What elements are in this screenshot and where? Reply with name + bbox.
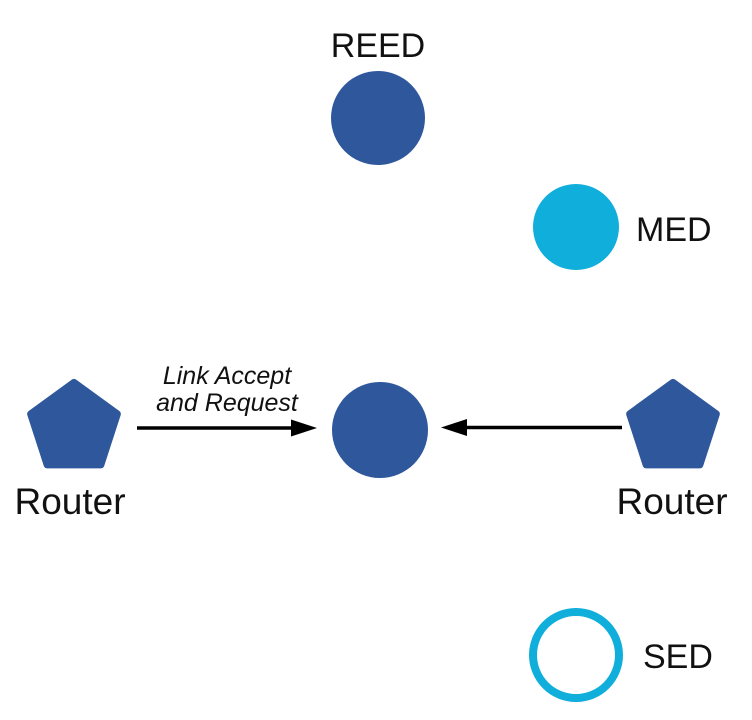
left-edge-label-line2: and Request [156, 389, 299, 417]
router-right-label: Router [616, 481, 727, 522]
sed-label: SED [643, 638, 713, 676]
reed-label: REED [331, 27, 425, 65]
center-node-circle [332, 382, 428, 478]
left-arrow-head [291, 419, 317, 437]
router-left-label: Router [14, 481, 125, 522]
right-arrow-head [441, 419, 467, 436]
reed-node-circle [331, 71, 425, 165]
sed-node-circle [529, 608, 623, 702]
router-right-pentagon [626, 379, 720, 469]
med-node-circle [533, 184, 619, 270]
med-label: MED [636, 211, 712, 249]
left-edge-label-line1: Link Accept [163, 362, 292, 390]
router-left-pentagon [27, 379, 121, 469]
